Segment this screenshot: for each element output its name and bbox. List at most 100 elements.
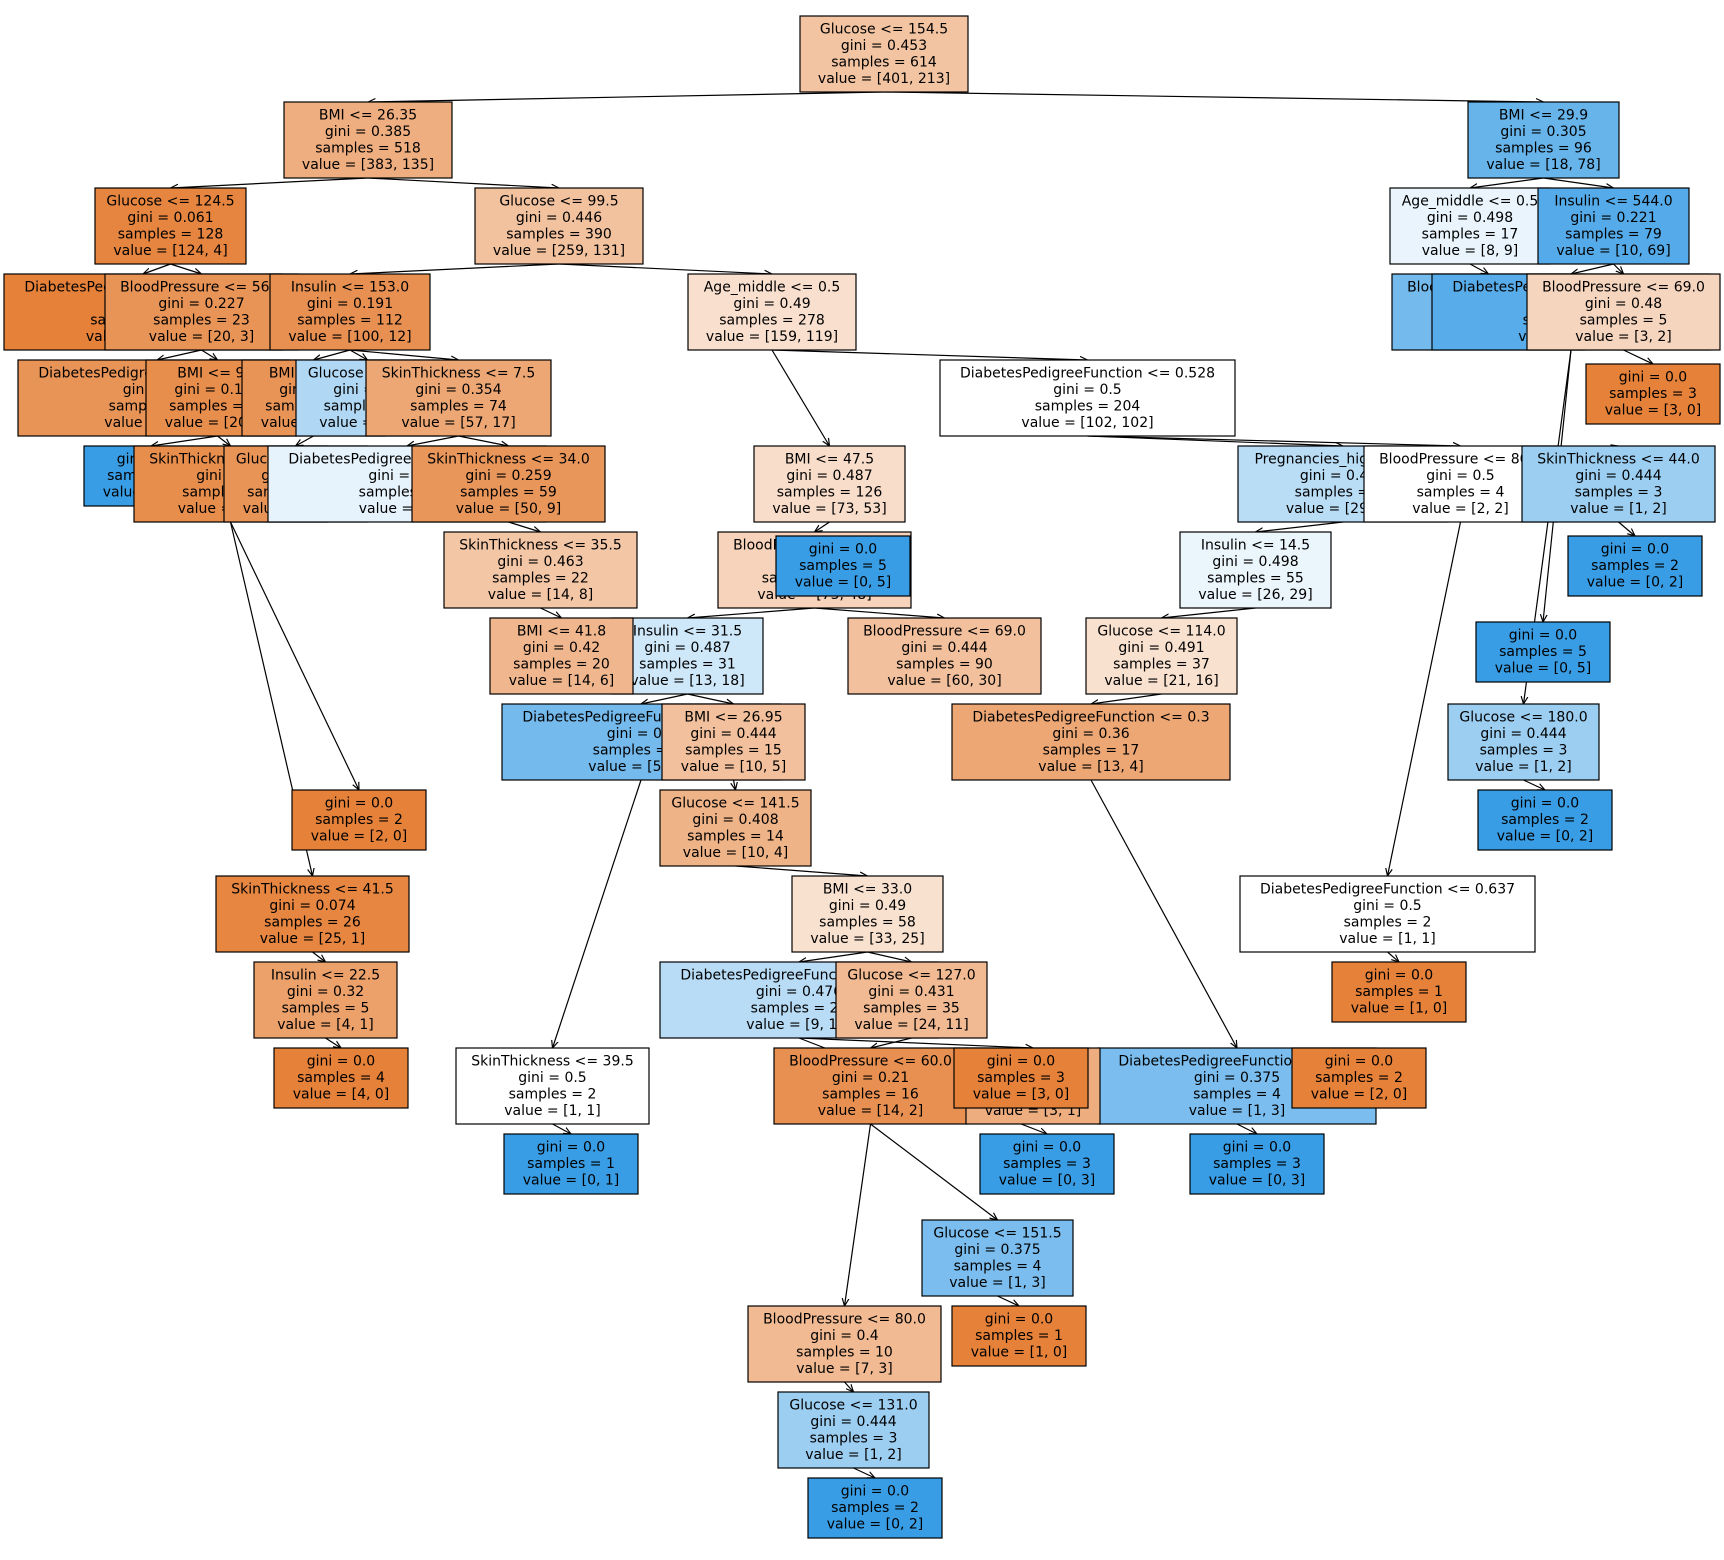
tree-node-box xyxy=(835,961,988,1039)
tree-node-line: value = [8, 9] xyxy=(1422,243,1519,259)
tree-node-line: gini = 0.0 xyxy=(537,1140,605,1156)
tree-node-line: gini = 0.0 xyxy=(1013,1140,1081,1156)
tree-node-line: samples = 5 xyxy=(1580,313,1668,329)
tree-node-box xyxy=(939,359,1236,437)
tree-node-line: gini = 0.074 xyxy=(269,898,355,914)
tree-node-line: Age_middle <= 0.5 xyxy=(704,280,841,296)
tree-node-line: samples = 59 xyxy=(460,485,557,501)
tree-node-line: samples = 3 xyxy=(1003,1156,1091,1172)
tree-node-line: Glucose <= 124.5 xyxy=(106,194,234,210)
tree-node-line: value = [18, 78] xyxy=(1486,157,1600,173)
tree-node-line: value = [73, 53] xyxy=(772,501,886,517)
tree-node-box xyxy=(611,617,764,695)
tree-edge xyxy=(735,865,868,876)
tree-node-line: BMI <= 26.35 xyxy=(319,108,417,124)
tree-node-line: DiabetesPedigreeFunction <= 0.528 xyxy=(960,366,1215,382)
tree-node-box xyxy=(1477,789,1613,851)
tree-edge xyxy=(553,779,642,1048)
tree-node-line: value = [1, 2] xyxy=(1475,759,1572,775)
tree-node-line: value = [10, 69] xyxy=(1556,243,1670,259)
tree-edge xyxy=(734,779,736,790)
tree-edge xyxy=(157,349,202,360)
tree-node-line: gini = 0.21 xyxy=(832,1070,909,1086)
tree-node-line: value = [1, 0] xyxy=(971,1345,1068,1361)
tree-node-line: gini = 0.221 xyxy=(1570,210,1656,226)
tree-node-line: samples = 390 xyxy=(506,227,612,243)
tree-node-line: BloodPressure <= 80.0 xyxy=(1379,452,1542,468)
tree-node-box xyxy=(1189,1133,1325,1195)
tree-node-box xyxy=(253,961,398,1039)
tree-node-line: samples = 31 xyxy=(639,657,736,673)
tree-edge xyxy=(201,349,218,360)
tree-node-line: DiabetesPedigreeFunction <= 0.637 xyxy=(1260,882,1515,898)
tree-edge xyxy=(845,1123,872,1306)
tree-node-box xyxy=(1447,703,1600,781)
tree-node-box xyxy=(1331,961,1467,1023)
tree-node-line: value = [1, 2] xyxy=(1570,501,1667,517)
tree-edge xyxy=(798,1037,1033,1048)
tree-edge xyxy=(217,435,231,446)
tree-node-line: Insulin <= 153.0 xyxy=(291,280,409,296)
tree-node-line: samples = 17 xyxy=(1043,743,1140,759)
tree-node-line: value = [2, 0] xyxy=(1311,1087,1408,1103)
tree-edge xyxy=(350,263,560,274)
tree-edge xyxy=(814,607,945,618)
tree-node-line: value = [1, 3] xyxy=(1189,1103,1286,1119)
tree-edge xyxy=(540,607,562,618)
tree-node-line: samples = 17 xyxy=(1422,227,1519,243)
tree-edge xyxy=(883,91,1544,102)
tree-edge xyxy=(1236,1123,1257,1134)
tree-node-line: gini = 0.444 xyxy=(1575,468,1661,484)
tree-node-line: Insulin <= 544.0 xyxy=(1554,194,1672,210)
tree-node-line: Insulin <= 14.5 xyxy=(1201,538,1310,554)
tree-node-box xyxy=(489,617,634,695)
tree-node-line: samples = 2 xyxy=(1315,1070,1403,1086)
tree-node-line: value = [259, 131] xyxy=(493,243,625,259)
tree-node-line: value = [3, 2] xyxy=(1575,329,1672,345)
tree-node-line: value = [10, 5] xyxy=(681,759,786,775)
tree-node-box xyxy=(411,445,606,523)
tree-node-line: gini = 0.487 xyxy=(786,468,872,484)
edge-layer xyxy=(143,91,1653,1478)
tree-node-box xyxy=(1526,273,1721,351)
tree-node-line: SkinThickness <= 35.5 xyxy=(459,538,621,554)
tree-edge xyxy=(867,951,912,962)
tree-node-line: gini = 0.0 xyxy=(985,1312,1053,1328)
tree-edge xyxy=(1543,177,1614,188)
tree-node-box xyxy=(777,1391,930,1469)
tree-node-box xyxy=(365,359,552,437)
tree-node-line: samples = 74 xyxy=(410,399,507,415)
tree-node-box xyxy=(661,703,806,781)
tree-node-line: samples = 204 xyxy=(1035,399,1141,415)
tree-edge xyxy=(1087,435,1461,446)
tree-node-line: value = [60, 30] xyxy=(887,673,1001,689)
tree-node-line: gini = 0.061 xyxy=(127,210,213,226)
tree-node-box xyxy=(443,531,638,609)
tree-edge xyxy=(1162,607,1256,618)
tree-node-line: value = [0, 5] xyxy=(795,575,892,591)
tree-node-line: samples = 2 xyxy=(1501,812,1589,828)
tree-node-line: gini = 0.5 xyxy=(518,1070,586,1086)
tree-node-box xyxy=(1389,187,1551,265)
tree-node-line: value = [4, 0] xyxy=(293,1087,390,1103)
tree-node-line: value = [4, 1] xyxy=(277,1017,374,1033)
tree-edge xyxy=(1387,951,1400,962)
tree-node-line: samples = 2 xyxy=(831,1500,919,1516)
tree-node-line: gini = 0.0 xyxy=(1509,628,1577,644)
